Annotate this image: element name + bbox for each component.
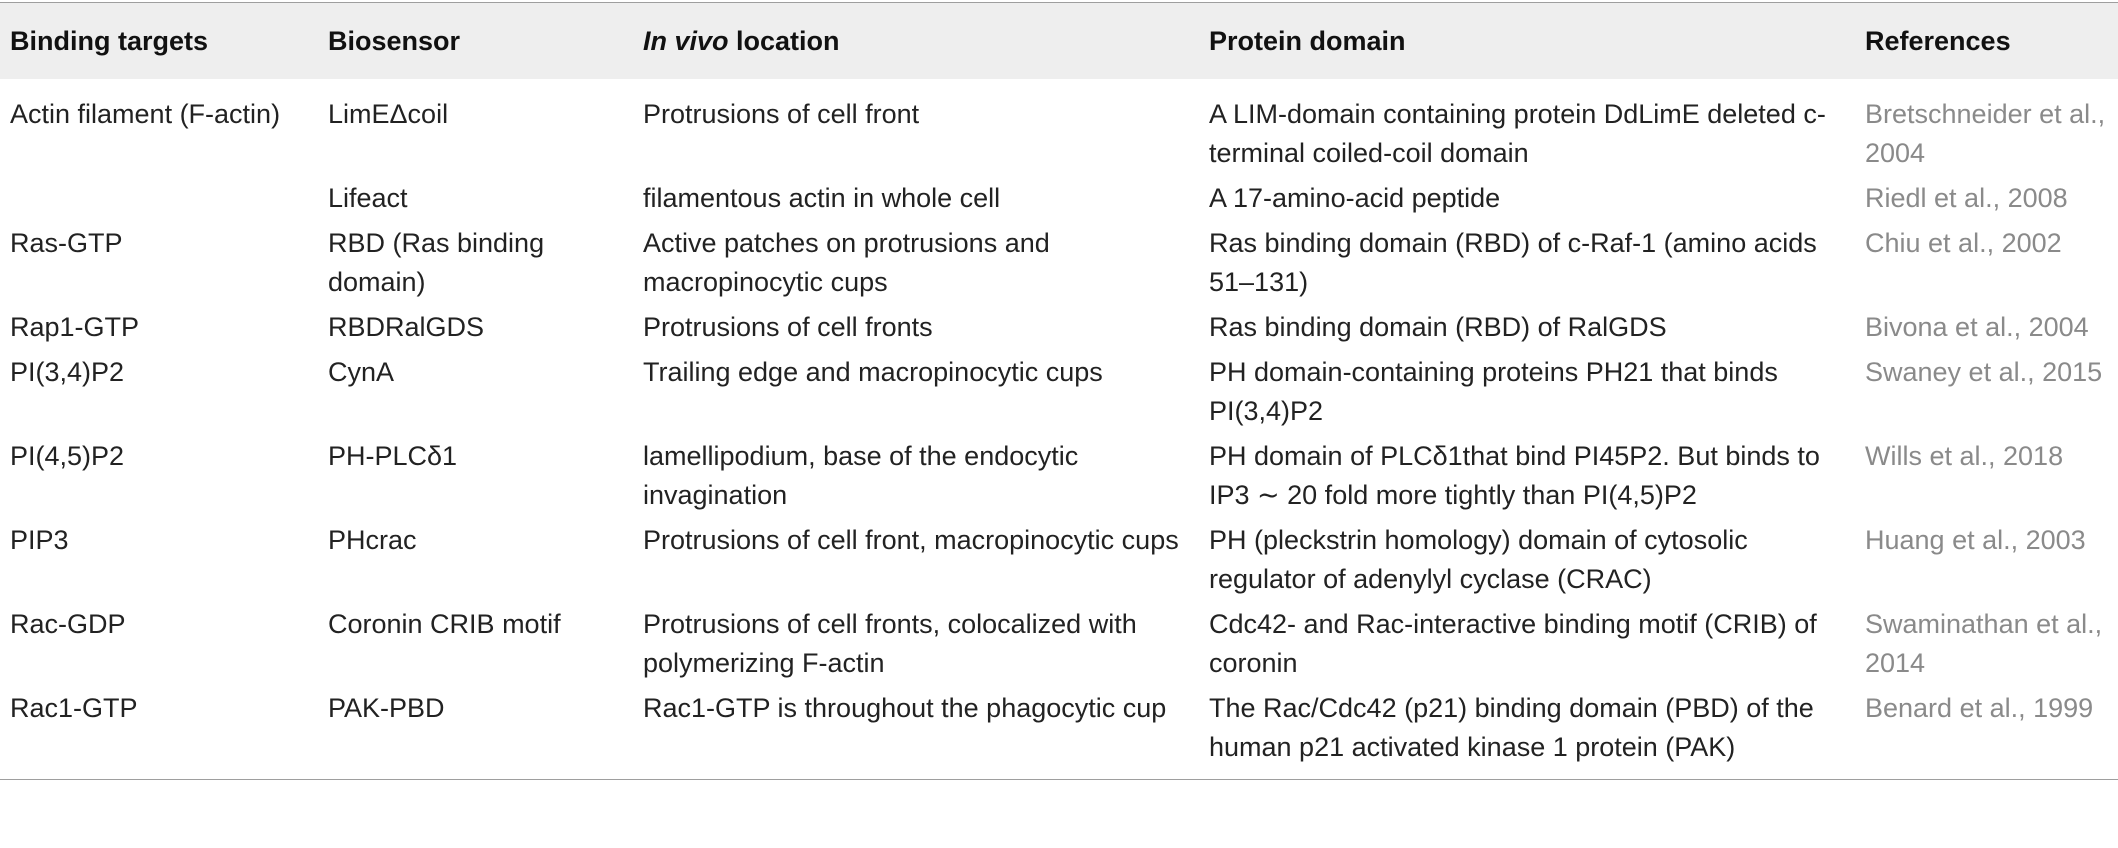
table-row: PI(4,5)P2 PH-PLCδ1 lamellipodium, base o… (0, 435, 2118, 519)
cell-binding-target: PIP3 (10, 525, 69, 555)
cell-binding-target: Ras-GTP (10, 228, 123, 258)
cell-protein-domain: PH domain-containing proteins PH21 that … (1209, 357, 1778, 426)
cell-protein-domain: PH domain of PLCδ1that bind PI45P2. But … (1209, 441, 1820, 510)
cell-location: Trailing edge and macropinocytic cups (643, 357, 1103, 387)
table-row: Rac-GDP Coronin CRIB motif Protrusions o… (0, 603, 2118, 687)
cell-binding-target: PI(4,5)P2 (10, 441, 125, 471)
cell-protein-domain: A 17-amino-acid peptide (1209, 183, 1501, 213)
header-in-vivo-location: In vivo location (633, 3, 1199, 80)
cell-location: filamentous actin in whole cell (643, 183, 1001, 213)
cell-biosensor: Coronin CRIB motif (328, 609, 561, 639)
cell-location: Protrusions of cell fronts, colocalized … (643, 609, 1137, 678)
cell-reference-link[interactable]: Swaney et al., 2015 (1865, 357, 2103, 387)
cell-location: Protrusions of cell fronts (643, 312, 933, 342)
cell-biosensor: PHcrac (328, 525, 417, 555)
header-row: Binding targets Biosensor In vivo locati… (0, 2, 2118, 80)
cell-reference-link[interactable]: Wills et al., 2018 (1865, 441, 2064, 471)
cell-binding-target: Rac-GDP (10, 609, 126, 639)
cell-protein-domain: A LIM-domain containing protein DdLimE d… (1209, 99, 1826, 168)
biosensor-table: Binding targets Biosensor In vivo locati… (0, 2, 2118, 780)
cell-biosensor: RBD (Ras binding domain) (328, 228, 545, 297)
table-row: Ras-GTP RBD (Ras binding domain) Active … (0, 222, 2118, 306)
table-row: Rap1-GTP RBDRalGDS Protrusions of cell f… (0, 306, 2118, 351)
cell-reference-link[interactable]: Benard et al., 1999 (1865, 693, 2094, 723)
cell-protein-domain: PH (pleckstrin homology) domain of cytos… (1209, 525, 1748, 594)
header-in-vivo-italic: In vivo (643, 25, 729, 56)
cell-protein-domain: The Rac/Cdc42 (p21) binding domain (PBD)… (1209, 693, 1814, 762)
cell-biosensor: PAK-PBD (328, 693, 445, 723)
cell-protein-domain: Cdc42- and Rac-interactive binding motif… (1209, 609, 1817, 678)
table-row: Lifeact filamentous actin in whole cell … (0, 177, 2118, 222)
cell-reference-link[interactable]: Chiu et al., 2002 (1865, 228, 2062, 258)
table-row: Rac1-GTP PAK-PBD Rac1-GTP is throughout … (0, 687, 2118, 780)
header-biosensor: Biosensor (328, 25, 461, 56)
cell-biosensor: Lifeact (328, 183, 408, 213)
cell-location: Protrusions of cell front, macropinocyti… (643, 525, 1179, 555)
cell-location: Protrusions of cell front (643, 99, 920, 129)
cell-biosensor: LimEΔcoil (328, 99, 449, 129)
cell-reference-link[interactable]: Swaminathan et al., 2014 (1865, 609, 2103, 678)
cell-biosensor: CynA (328, 357, 395, 387)
cell-protein-domain: Ras binding domain (RBD) of RalGDS (1209, 312, 1667, 342)
cell-biosensor: PH-PLCδ1 (328, 441, 458, 471)
cell-location: Active patches on protrusions and macrop… (643, 228, 1050, 297)
table-body: Actin filament (F-actin) LimEΔcoil Protr… (0, 79, 2118, 780)
header-binding-targets: Binding targets (10, 25, 209, 56)
cell-binding-target: Rac1-GTP (10, 693, 138, 723)
cell-location: lamellipodium, base of the endocytic inv… (643, 441, 1079, 510)
cell-location: Rac1-GTP is throughout the phagocytic cu… (643, 693, 1167, 723)
cell-reference-link[interactable]: Bretschneider et al., 2004 (1865, 99, 2106, 168)
cell-binding-target: Rap1-GTP (10, 312, 140, 342)
header-protein-domain: Protein domain (1209, 25, 1406, 56)
table-header: Binding targets Biosensor In vivo locati… (0, 2, 2118, 80)
table-row: PI(3,4)P2 CynA Trailing edge and macropi… (0, 351, 2118, 435)
cell-binding-target: PI(3,4)P2 (10, 357, 125, 387)
cell-reference-link[interactable]: Bivona et al., 2004 (1865, 312, 2089, 342)
table-row: Actin filament (F-actin) LimEΔcoil Protr… (0, 79, 2118, 177)
cell-biosensor: RBDRalGDS (328, 312, 485, 342)
cell-binding-target: Actin filament (F-actin) (10, 99, 281, 129)
cell-binding-target (0, 177, 318, 222)
table-row: PIP3 PHcrac Protrusions of cell front, m… (0, 519, 2118, 603)
cell-reference-link[interactable]: Riedl et al., 2008 (1865, 183, 2068, 213)
header-references: References (1865, 25, 2011, 56)
header-location-text: location (728, 25, 840, 56)
cell-protein-domain: Ras binding domain (RBD) of c-Raf-1 (ami… (1209, 228, 1817, 297)
cell-reference-link[interactable]: Huang et al., 2003 (1865, 525, 2086, 555)
